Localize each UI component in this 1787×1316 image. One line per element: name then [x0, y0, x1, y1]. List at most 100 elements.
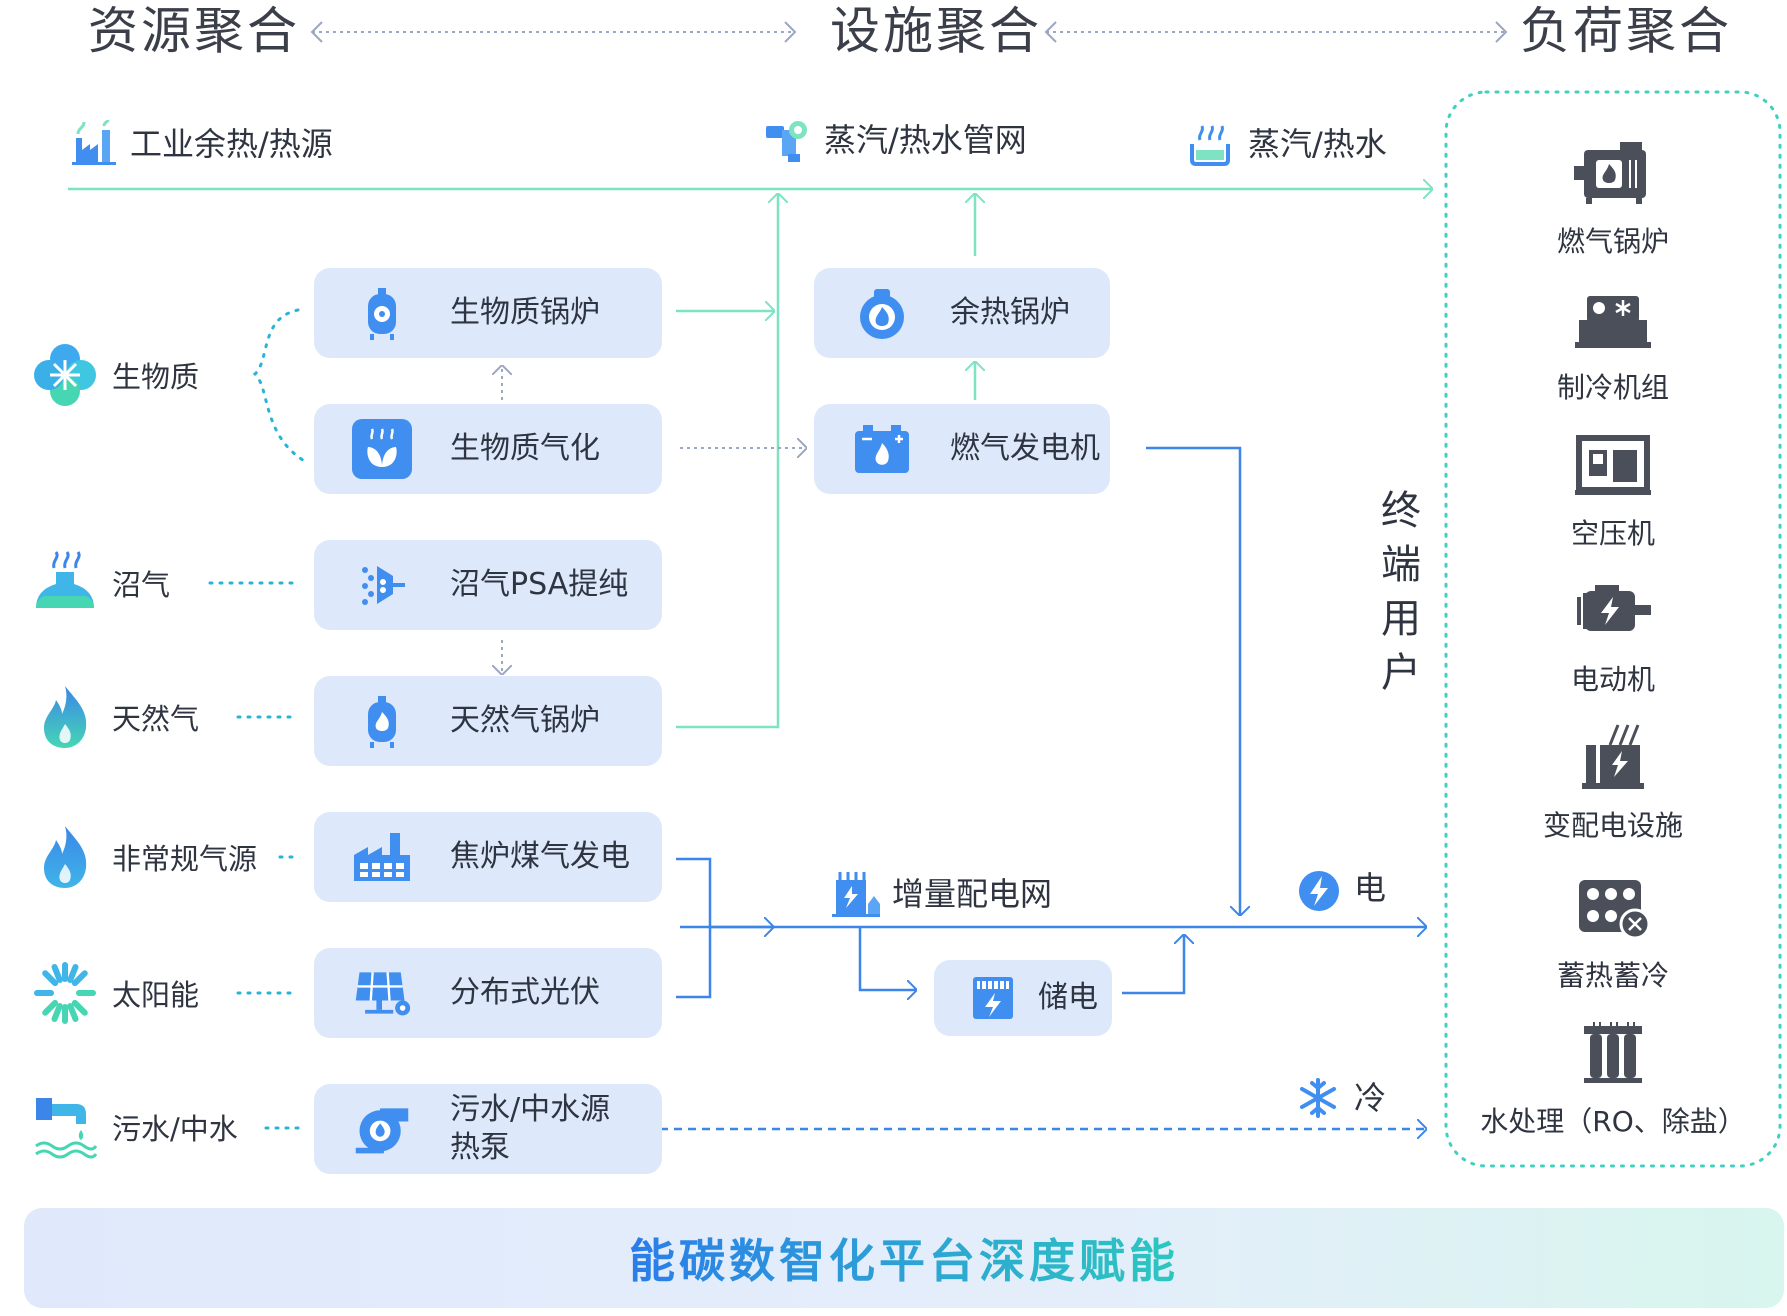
waste-heat-boiler-icon [852, 283, 912, 343]
load-label: 燃气锅炉 [1556, 225, 1669, 258]
grid-to-storage [858, 927, 916, 990]
flame-icon [32, 824, 98, 890]
box-label: 焦炉煤气发电 [450, 839, 630, 874]
load-chiller[interactable]: 制冷机组 [1488, 276, 1738, 406]
side-char: 端 [1381, 542, 1421, 588]
purifier-icon [352, 555, 412, 615]
load-gas-boiler[interactable]: 燃气锅炉 [1488, 130, 1738, 260]
source-label: 太阳能 [112, 978, 200, 1012]
storage-to-grid [1122, 935, 1184, 995]
source-biogas: 沼气 [32, 550, 170, 616]
box-label: 生物质气化 [450, 431, 600, 466]
box-biogas-psa[interactable]: 沼气PSA提纯 [314, 540, 662, 630]
gas-boiler-icon [352, 691, 412, 751]
chiller-icon [1570, 276, 1656, 362]
box-biomass-gasification[interactable]: 生物质气化 [314, 404, 662, 494]
header-load: 负荷聚合 [1520, 2, 1732, 60]
box-waste-heat-boiler[interactable]: 余热锅炉 [814, 268, 1110, 358]
cold-label: 冷 [1354, 1079, 1387, 1117]
terminal-users-label: 终 端 用 户 [1376, 484, 1426, 700]
box-biomass-boiler[interactable]: 生物质锅炉 [314, 268, 662, 358]
gas-boiler-to-network [676, 194, 778, 729]
leaf-steam-icon [352, 419, 412, 479]
box-coke-gas-power[interactable]: 焦炉煤气发电 [314, 812, 662, 902]
header-resource: 资源聚合 [88, 2, 300, 60]
industrial-heat-icon [70, 119, 118, 170]
load-motor[interactable]: 电动机 [1488, 568, 1738, 698]
box-label: 污水/中水源 [450, 1092, 611, 1127]
box-label: 生物质锅炉 [450, 295, 600, 330]
box-label: 沼气PSA提纯 [450, 567, 629, 602]
box-label: 储电 [1038, 980, 1098, 1015]
load-group-border [1444, 90, 1782, 1168]
hot-water-icon [1188, 122, 1232, 170]
box-sewage-heat-pump[interactable]: 污水/中水源 热泵 [314, 1084, 662, 1174]
biomass-branch [252, 308, 308, 464]
sun-icon [32, 960, 98, 1026]
load-air-compressor[interactable]: 空压机 [1488, 422, 1738, 552]
source-solar: 太阳能 [32, 960, 199, 1026]
electricity-label: 电 [1354, 869, 1387, 907]
load-label: 空压机 [1570, 517, 1655, 550]
source-label: 生物质 [112, 360, 200, 394]
water-treatment-icon [1570, 1010, 1656, 1096]
header-facility: 设施聚合 [830, 2, 1042, 60]
box-label: 燃气发电机 [950, 431, 1100, 466]
battery-flame-icon [852, 419, 912, 479]
steam-network-label: 蒸汽/热水管网 [824, 121, 1027, 159]
load-label: 水处理（RO、除盐） [1480, 1105, 1746, 1138]
factory-icon [352, 827, 412, 887]
side-char: 终 [1381, 488, 1421, 534]
steam-output-label: 蒸汽/热水 [1248, 125, 1387, 163]
motor-icon [1570, 568, 1656, 654]
substation-icon [1570, 714, 1656, 800]
box-label: 分布式光伏 [450, 975, 600, 1010]
side-char: 用 [1381, 596, 1421, 642]
pump-icon [352, 1099, 412, 1159]
header-connector-1 [310, 21, 797, 43]
box-power-storage[interactable]: 储电 [934, 960, 1112, 1036]
source-unconventional-gas: 非常规气源 [32, 824, 257, 890]
header-connector-2 [1044, 21, 1508, 43]
load-water-treatment[interactable]: 水处理（RO、除盐） [1478, 1010, 1748, 1140]
source-label: 沼气 [112, 568, 171, 602]
air-compressor-icon [1570, 422, 1656, 508]
generator-to-grid [1146, 446, 1240, 915]
snowflake-icon [1298, 1078, 1338, 1122]
industrial-heat-label: 工业余热/热源 [130, 125, 333, 163]
box-gas-generator[interactable]: 燃气发电机 [814, 404, 1110, 494]
box-label-group: 污水/中水源 热泵 [450, 1091, 610, 1167]
distribution-grid-icon [830, 868, 882, 922]
grid-label: 增量配电网 [892, 875, 1053, 913]
flame-icon [32, 684, 98, 750]
box-label: 天然气锅炉 [450, 703, 600, 738]
source-sewage: 污水/中水 [32, 1094, 238, 1160]
steam-pipe-icon [764, 118, 810, 168]
box-natural-gas-boiler[interactable]: 天然气锅炉 [314, 676, 662, 766]
source-label: 污水/中水 [112, 1112, 238, 1146]
solar-panel-icon [352, 963, 412, 1023]
clover-icon [32, 342, 98, 408]
platform-label: 能碳数智化平台深度赋能 [629, 1225, 1179, 1291]
lightning-icon [1298, 870, 1340, 916]
source-label: 天然气 [112, 702, 200, 736]
load-thermal-storage[interactable]: 蓄热蓄冷 [1488, 864, 1738, 994]
load-label: 制冷机组 [1556, 371, 1669, 404]
load-label: 变配电设施 [1542, 809, 1683, 842]
side-char: 户 [1381, 650, 1421, 696]
box-label: 余热锅炉 [950, 295, 1070, 330]
storage-battery-icon [968, 968, 1018, 1028]
platform-banner: 能碳数智化平台深度赋能 [24, 1208, 1784, 1308]
boiler-icon [352, 283, 412, 343]
biogas-flask-icon [32, 550, 98, 616]
load-substation[interactable]: 变配电设施 [1488, 714, 1738, 844]
source-natural-gas: 天然气 [32, 684, 199, 750]
source-biomass: 生物质 [32, 342, 199, 408]
source-label: 非常规气源 [112, 842, 258, 876]
load-label: 蓄热蓄冷 [1556, 959, 1669, 992]
gas-boiler-machine-icon [1570, 130, 1656, 216]
sewage-pipe-icon [32, 1094, 98, 1160]
load-label: 电动机 [1570, 663, 1655, 696]
box-distributed-pv[interactable]: 分布式光伏 [314, 948, 662, 1038]
